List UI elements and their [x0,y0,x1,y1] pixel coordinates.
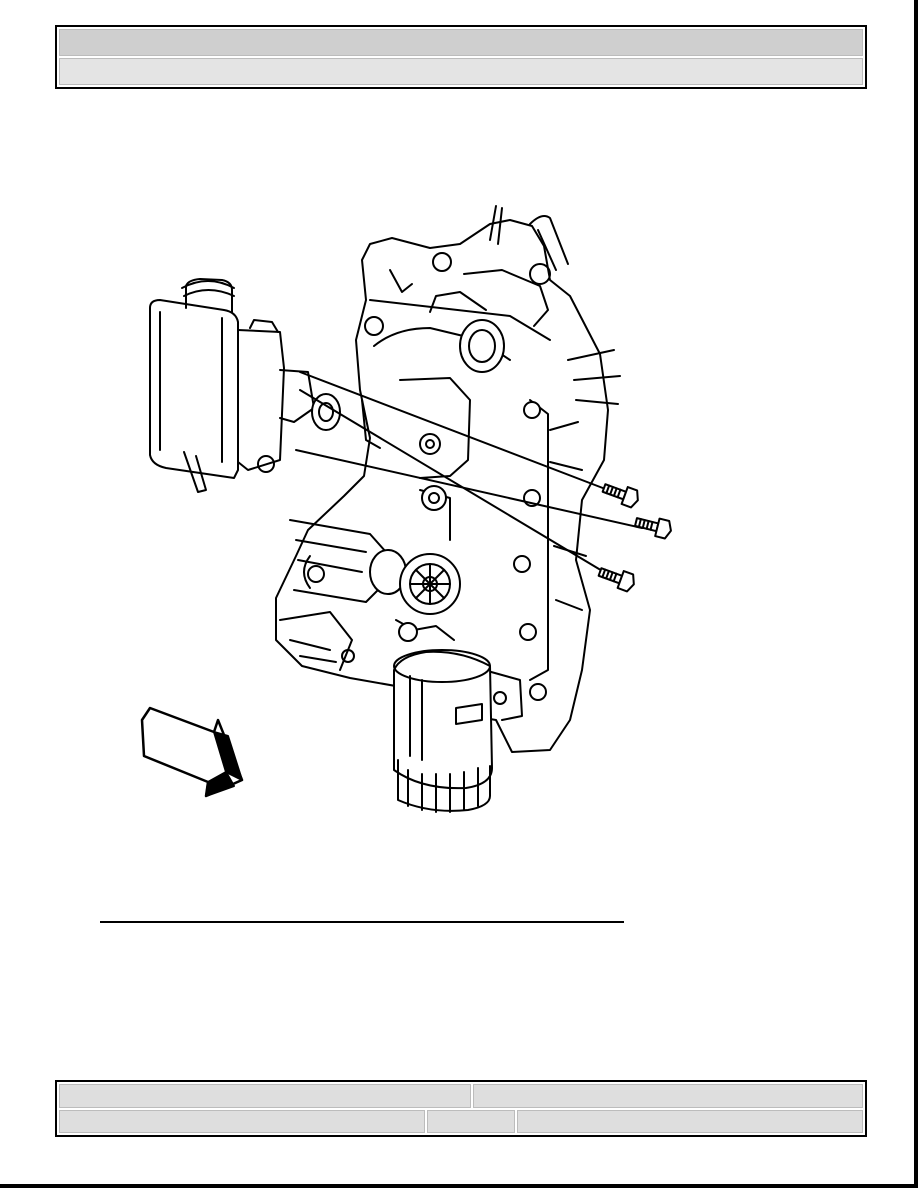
footer-left-top [59,1084,471,1108]
engine-illustration [140,205,672,813]
front-direction-arrow-icon [140,706,244,798]
oil-filter-icon [393,553,493,813]
mounting-bolt-icon [295,371,672,593]
header-subtitle [59,58,863,85]
document-footer [55,1080,867,1137]
footer-right-bottom [517,1109,863,1133]
power-steering-reservoir-icon [149,278,341,493]
footer-middle-bottom [427,1109,515,1133]
document-header [55,25,867,89]
section-rule [100,921,624,923]
footer-left-bottom [59,1109,425,1133]
footer-right-top [473,1084,863,1108]
header-title [59,29,863,56]
engine-block-icon [275,205,621,753]
